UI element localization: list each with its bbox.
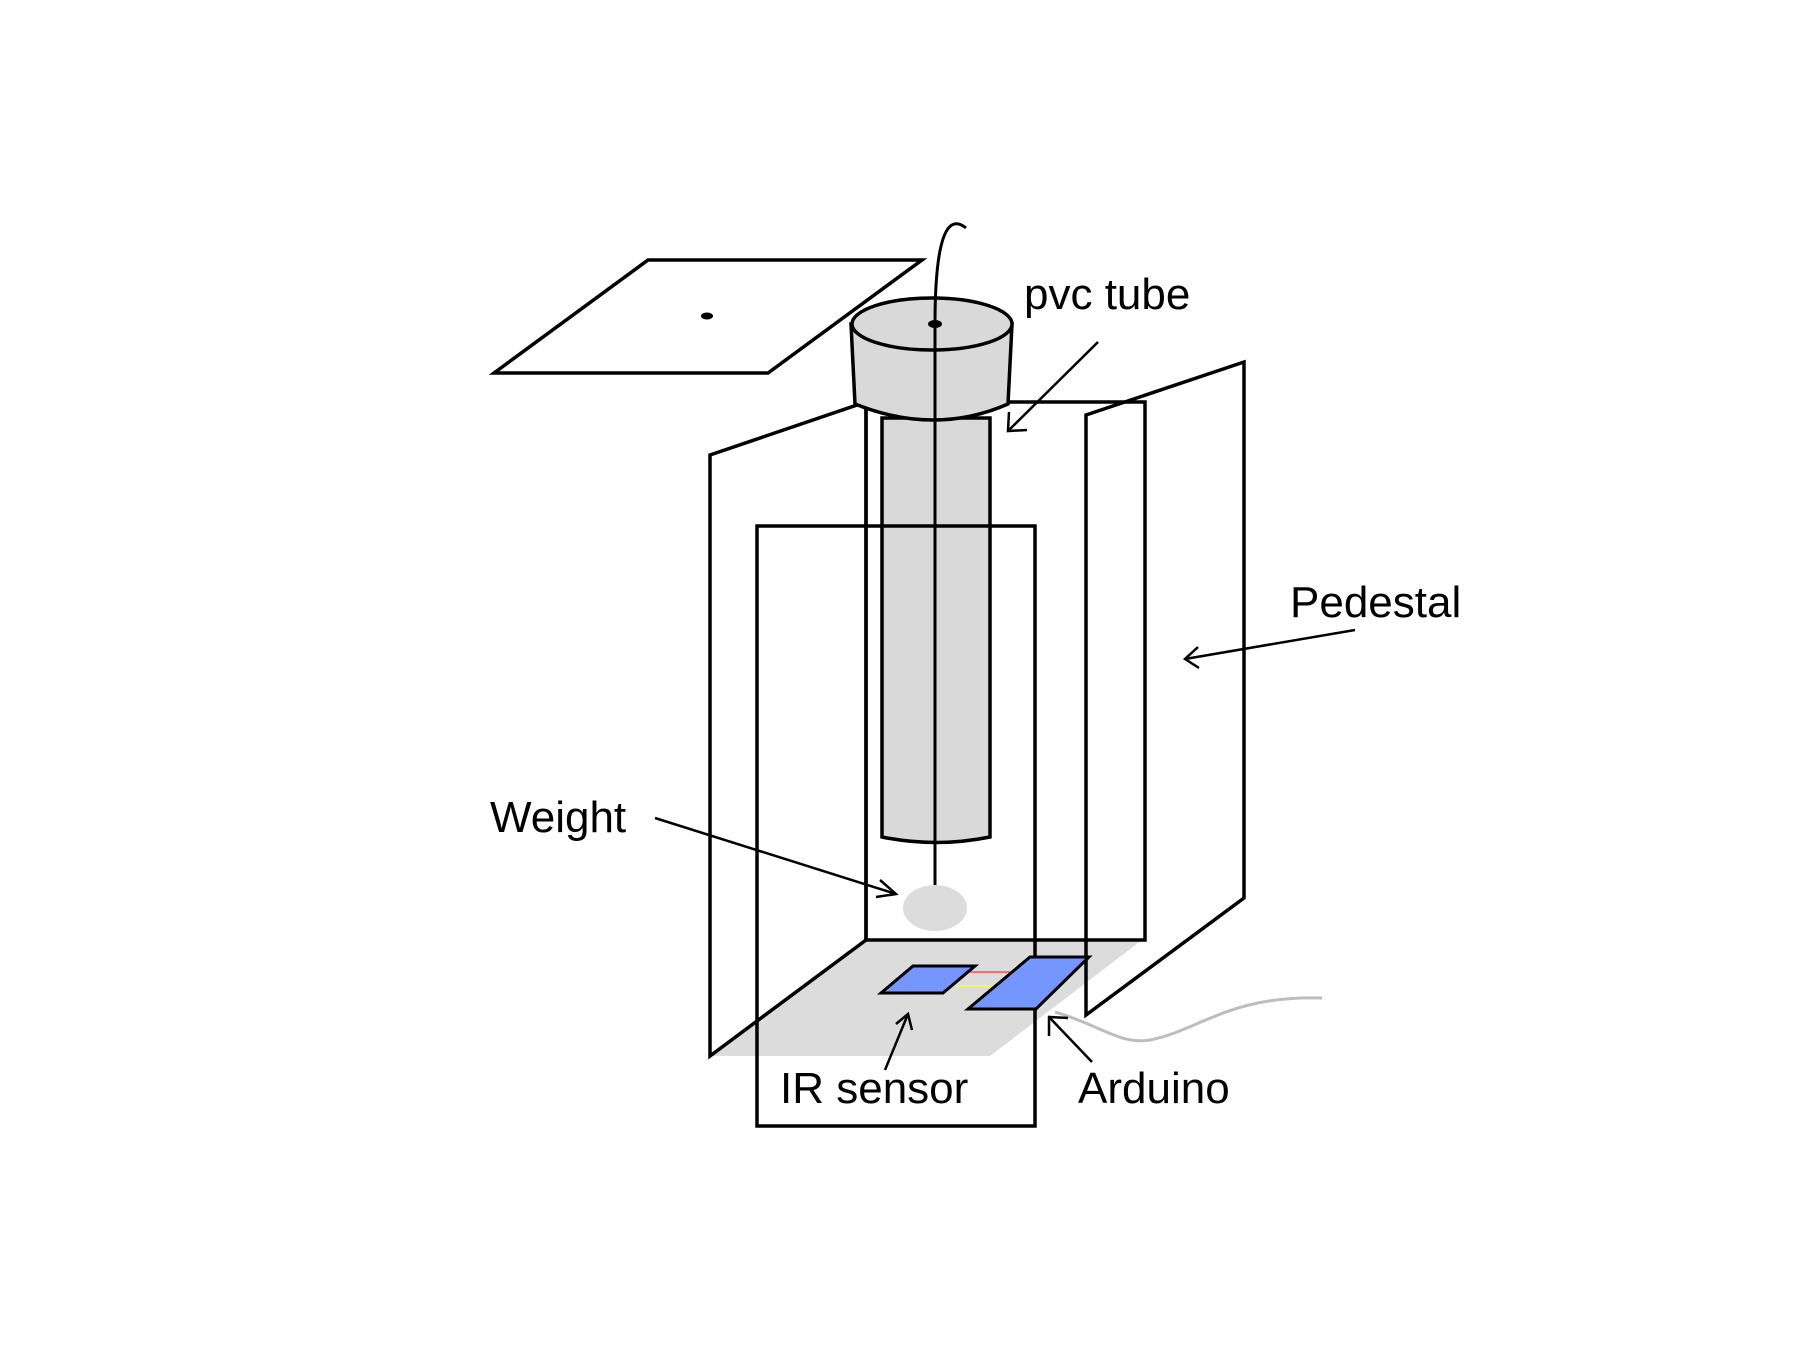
pedestal-front-panel: [755, 524, 1037, 1128]
pedestal-right-panel: [1084, 359, 1246, 1019]
label-weight: Weight: [490, 793, 626, 842]
sensor-wires: [955, 971, 1010, 987]
usb-cable: [1054, 996, 1323, 1043]
pvc-tube-cap: [849, 296, 1014, 422]
weight-arrow: [654, 816, 899, 899]
arduino-board: [963, 955, 1093, 1011]
ir-sensor-arrow: [883, 1011, 914, 1071]
pedestal-left-panel: [708, 399, 868, 1060]
label-arduino: Arduino: [1078, 1064, 1230, 1113]
label-pvc-tube: pvc tube: [1024, 270, 1190, 319]
ir-sensor-board: [876, 964, 980, 995]
label-pedestal: Pedestal: [1290, 578, 1461, 627]
lid-plate: [488, 258, 928, 375]
weight-string: [933, 222, 967, 888]
label-ir-sensor: IR sensor: [780, 1064, 968, 1113]
pedestal-arrow: [1182, 628, 1356, 670]
weight: [903, 885, 967, 931]
lid-hole: [701, 312, 713, 320]
arduino-arrow: [1047, 1015, 1093, 1063]
pvc-tube-arrow: [1006, 341, 1099, 433]
